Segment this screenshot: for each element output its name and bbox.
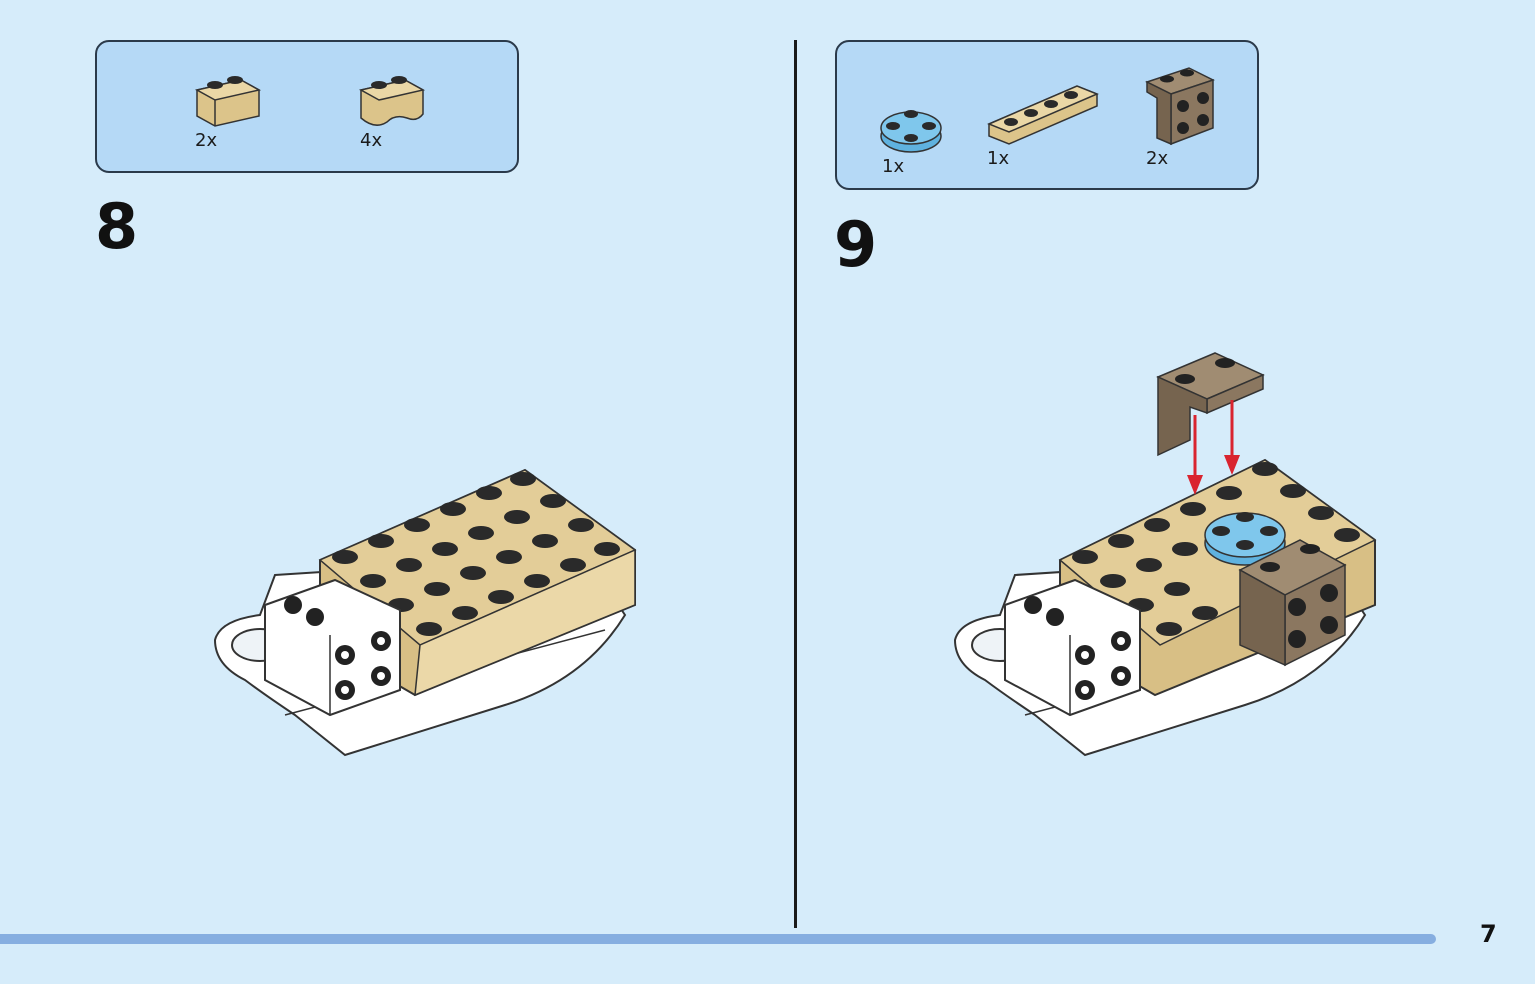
part-qty: 1x [882,156,905,177]
tan-brick-1x2-icon [194,76,262,127]
part-qty: 4x [360,130,383,151]
progress-bar [0,934,1436,944]
step-number: 8 [95,190,139,263]
tan-plate-1x4-icon [987,85,1099,145]
parts-list-step-9: 1x 1x 2x [835,40,1259,190]
page-number: 7 [1480,920,1497,948]
part-qty: 2x [1146,148,1169,169]
column-divider [794,40,797,928]
tan-brick-1x2-curved-icon [358,76,426,126]
brown-bracket-icon [1145,67,1215,146]
model-step-9 [953,352,1377,757]
step-number: 9 [834,208,878,281]
blue-round-plate-2x2-icon [880,110,942,153]
model-step-8 [213,468,637,757]
part-qty: 2x [195,130,218,151]
parts-list-step-8: 2x 4x [95,40,519,173]
part-qty: 1x [987,148,1010,169]
